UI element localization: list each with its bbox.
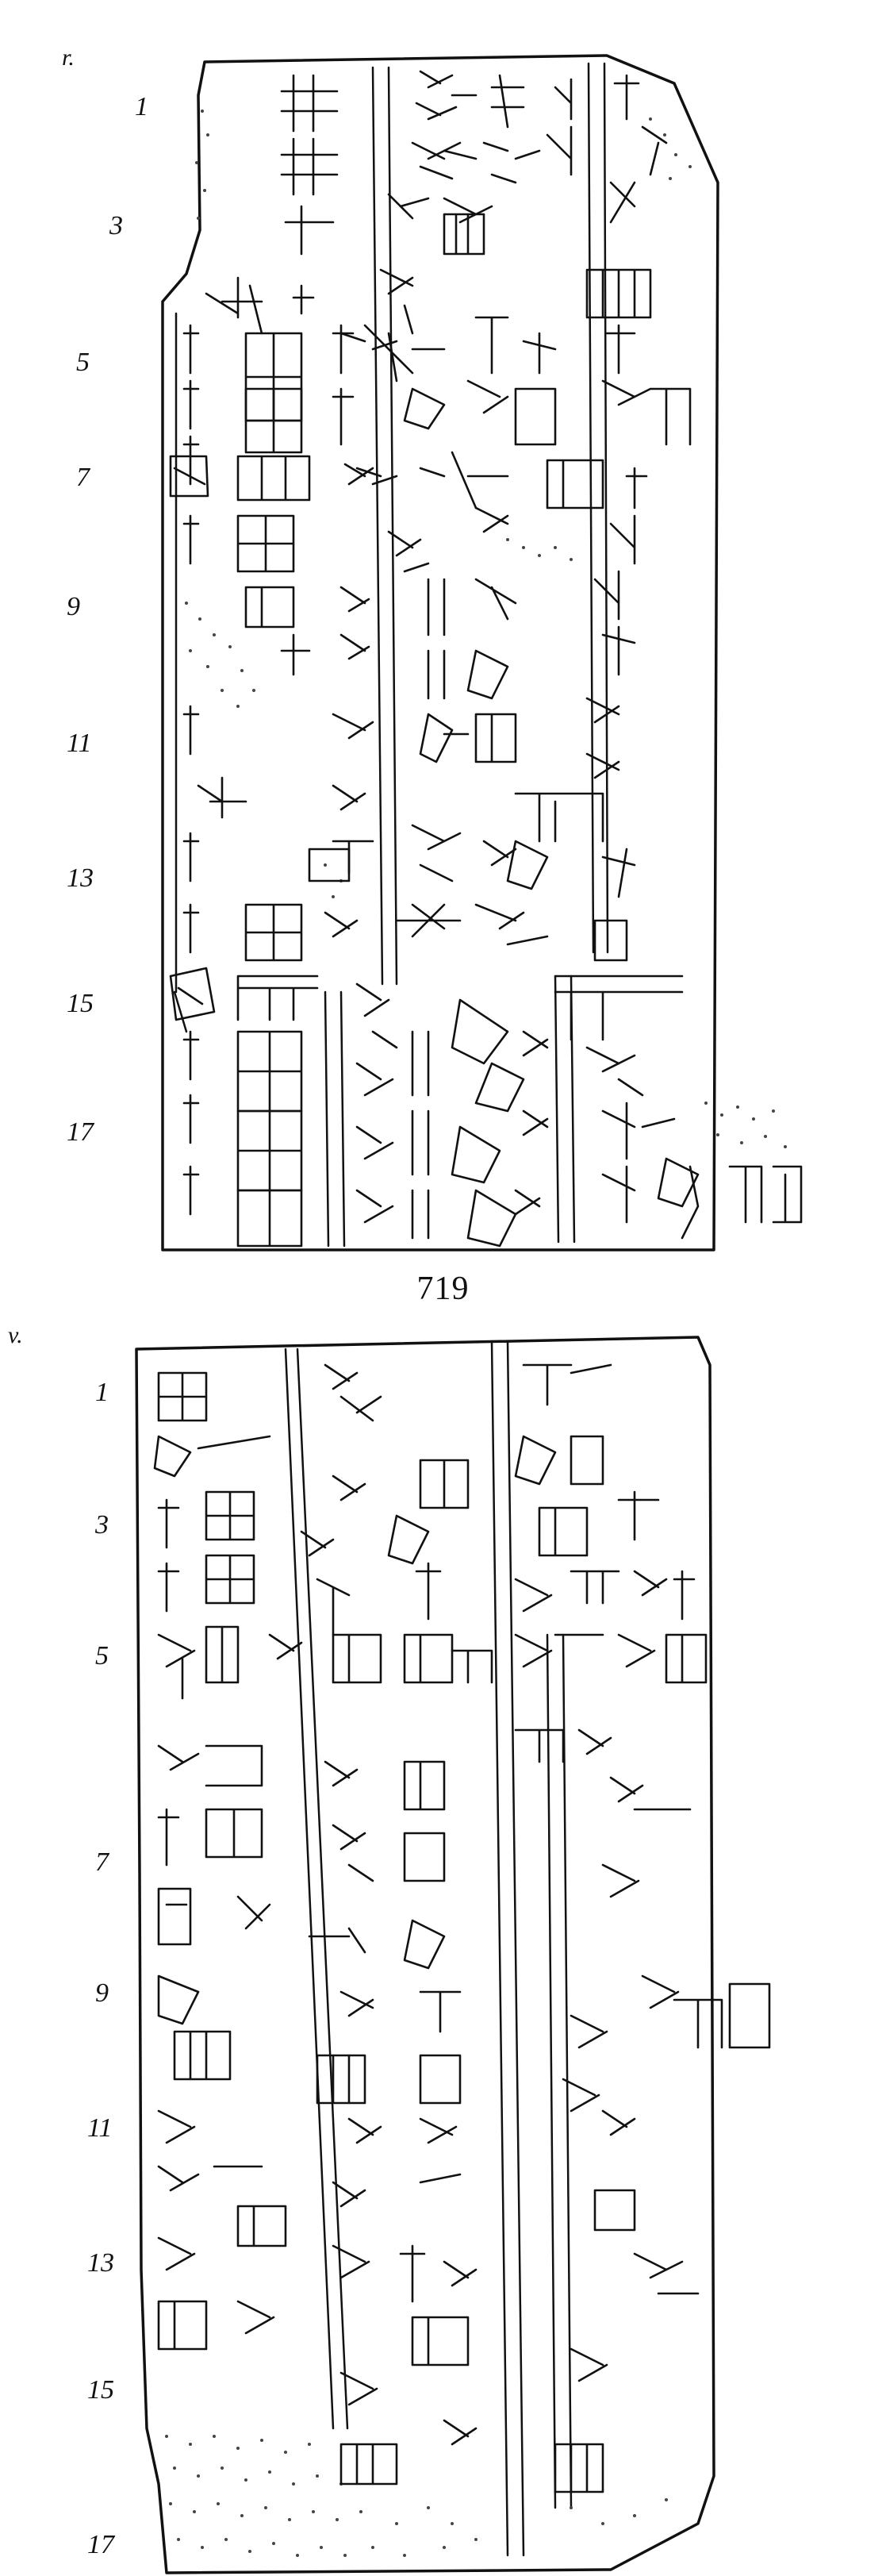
obverse-side-label: r. [62, 44, 75, 71]
reverse-column-ruling [506, 1340, 525, 2557]
reverse-line-number: 5 [95, 1641, 109, 1671]
obverse-column-ruling [554, 975, 560, 1244]
obverse-line-number: 5 [76, 348, 90, 377]
reverse-side-label: v. [8, 1322, 23, 1348]
reverse-line-number: 1 [95, 1378, 109, 1407]
obverse-line-number: 7 [76, 463, 90, 492]
obverse-line-number: 11 [67, 729, 92, 758]
reverse-line-number: 3 [95, 1510, 109, 1540]
reverse-column-ruling [546, 1633, 557, 2509]
obverse-column-ruling [324, 990, 330, 1248]
reverse-line-number: 9 [95, 1978, 109, 2008]
reverse-line-number: 13 [87, 2248, 114, 2278]
reverse-line-number: 15 [87, 2375, 114, 2405]
reverse-column-1-signs [153, 1371, 275, 2351]
reverse-line-number: 7 [95, 1847, 109, 1877]
obverse-column-ruling [387, 66, 398, 986]
obverse-tablet-drawing [161, 54, 803, 1251]
catalog-number: 719 [416, 1271, 470, 1307]
reverse-tablet-drawing [135, 1336, 771, 2574]
reverse-line-number: 17 [87, 2530, 114, 2559]
obverse-line-number: 15 [67, 989, 94, 1018]
reverse-column-2-signs [236, 1363, 493, 2486]
reverse-damage-stipple [165, 2435, 668, 2557]
reverse-column-ruling [296, 1348, 349, 2430]
obverse-column-3-signs [443, 74, 573, 1248]
obverse-damage-stipple [185, 110, 787, 1148]
obverse-column-2-signs [324, 70, 509, 1240]
obverse-line-number: 3 [109, 211, 123, 240]
obverse-line-number: 17 [67, 1117, 94, 1147]
obverse-column-ruling [603, 62, 609, 954]
reverse-column-ruling [490, 1340, 509, 2557]
obverse-column-4-signs [514, 74, 803, 1240]
obverse-column-ruling [371, 66, 384, 986]
reverse-tablet-outline [135, 1336, 715, 2574]
reverse-column-ruling [284, 1348, 335, 2430]
reverse-column-3-signs [514, 1363, 771, 2493]
obverse-line-number: 13 [67, 863, 94, 893]
reverse-line-number: 11 [87, 2113, 113, 2143]
obverse-line-number: 1 [135, 92, 148, 121]
obverse-line-number: 9 [67, 592, 80, 621]
obverse-tablet-outline [161, 54, 719, 1251]
obverse-column-1-signs [169, 74, 374, 1248]
obverse-column-ruling [173, 990, 188, 1033]
reverse-column-ruling [562, 1633, 573, 2509]
obverse-column-ruling [339, 990, 346, 1248]
